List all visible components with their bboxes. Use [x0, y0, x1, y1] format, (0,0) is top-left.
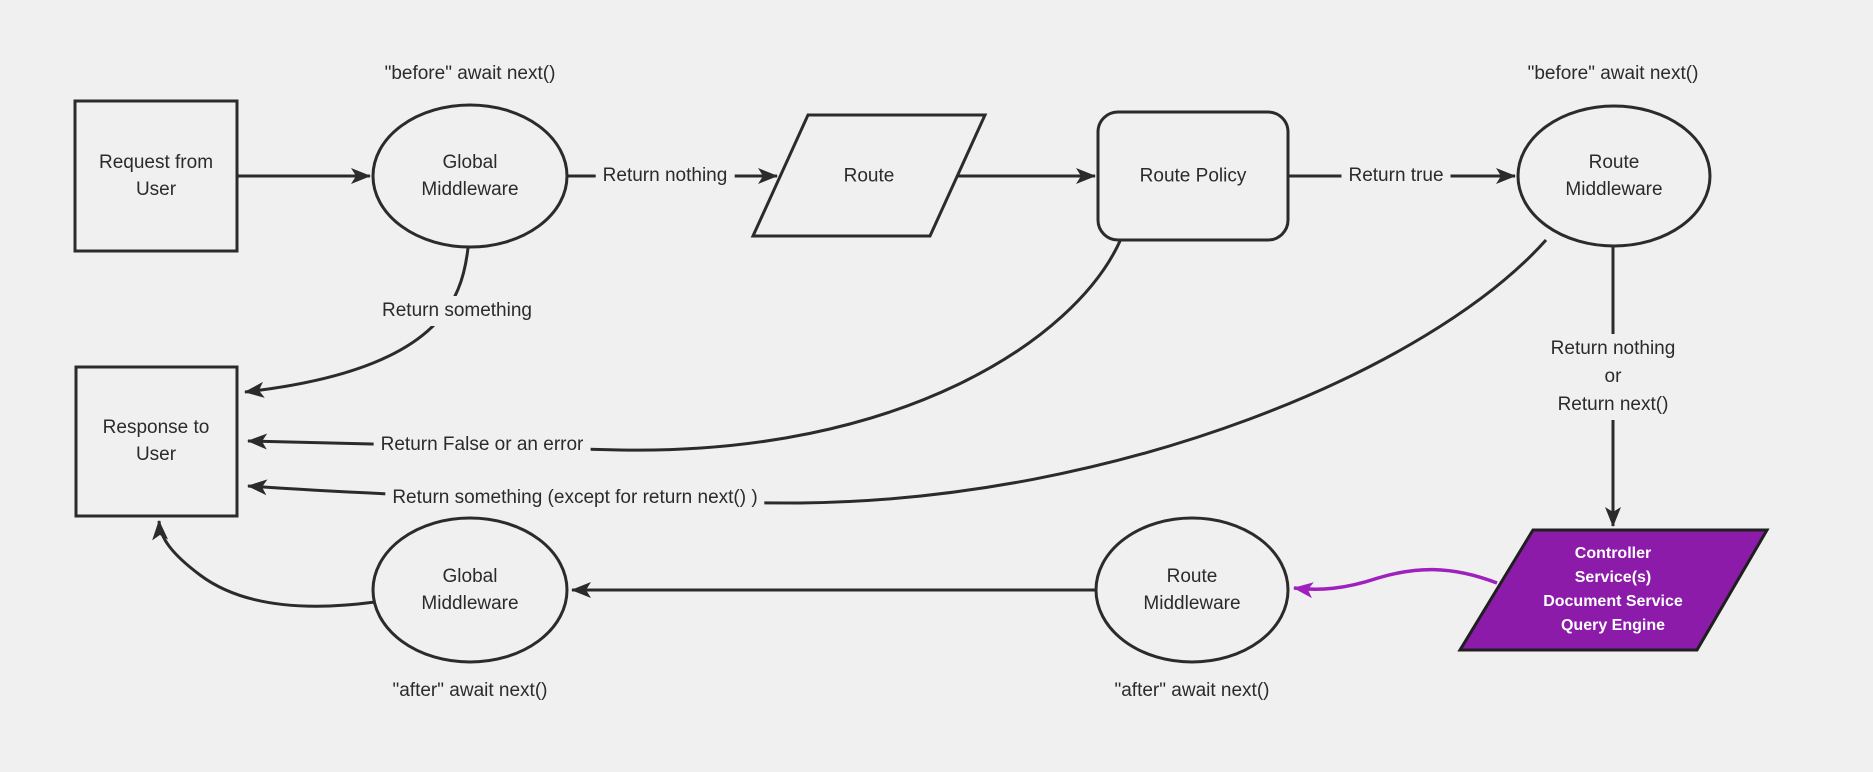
route-middleware-bottom-ellipse [1094, 516, 1290, 664]
route-middleware-top-ellipse [1516, 104, 1712, 248]
edge-return-false-or-error [247, 240, 1122, 452]
global-middleware-bottom-ellipse [371, 516, 569, 664]
route-parallelogram [750, 113, 988, 238]
global-middleware-top-label: Global Middleware [421, 152, 519, 200]
global-middleware-top-ellipse [371, 103, 569, 249]
after-await-next-right-label: "after" await next() [1107, 676, 1277, 706]
request-from-user-label: Request from User [98, 152, 214, 200]
return-nothing-or-next-label: Return nothing or Return next() [1543, 334, 1683, 420]
return-false-or-error-label: Return False or an error [373, 430, 591, 460]
before-await-next-right-label: "before" await next() [1520, 59, 1706, 89]
edge-controller-to-route-middleware [1293, 567, 1498, 599]
edge-global-middleware-to-response [152, 520, 376, 608]
return-something-except-label: Return something (except for return next… [385, 483, 765, 513]
route-middleware-bottom-label: Route Middleware [1143, 566, 1241, 614]
response-to-user-label: Response to User [102, 417, 210, 465]
return-true-label: Return true [1341, 161, 1451, 191]
edge-return-something-except [247, 239, 1548, 505]
global-middleware-bottom-label: Global Middleware [421, 566, 519, 614]
request-from-user-box [73, 99, 239, 253]
edge-return-something [244, 247, 470, 398]
controller-services-label: Controller Service(s) Document Service Q… [1543, 545, 1683, 634]
after-await-next-left-label: "after" await next() [385, 676, 555, 706]
before-await-next-left-label: "before" await next() [377, 59, 563, 89]
route-policy-label: Route Policy [1139, 165, 1247, 187]
response-to-user-box [74, 365, 239, 518]
route-label: Route [843, 165, 895, 187]
controller-services-parallelogram [1457, 528, 1770, 652]
return-something-label: Return something [375, 296, 539, 326]
return-nothing-label: Return nothing [595, 161, 735, 191]
route-policy-box [1096, 110, 1290, 242]
route-middleware-top-label: Route Middleware [1565, 152, 1663, 200]
